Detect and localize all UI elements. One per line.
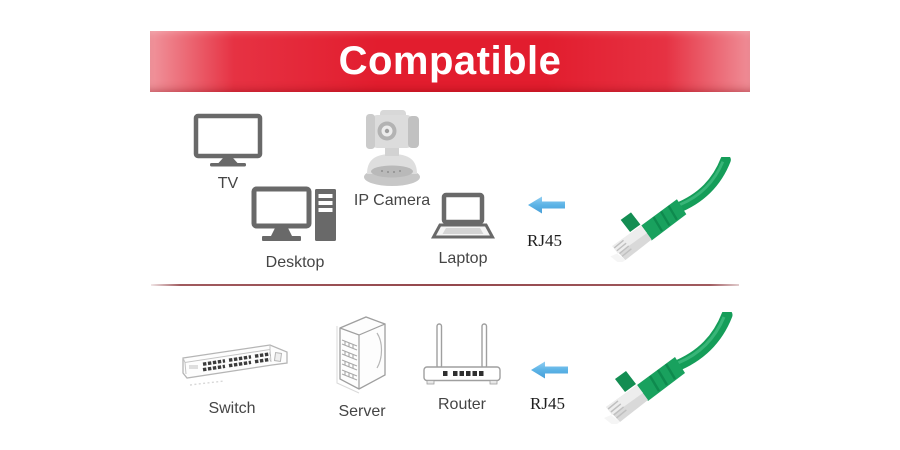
device-tv: TV	[186, 113, 270, 193]
device-laptop: Laptop	[430, 192, 496, 268]
switch-icon	[182, 344, 288, 386]
router-icon	[423, 323, 501, 385]
banner: Compatible	[150, 31, 750, 92]
ethernet-cable-icon	[610, 157, 731, 262]
device-label: Router	[437, 396, 487, 413]
ip-camera-icon	[364, 110, 420, 186]
section-divider	[151, 284, 739, 286]
device-label: TV	[217, 175, 239, 192]
device-label: Desktop	[265, 254, 325, 271]
device-ip-camera: IP Camera	[352, 108, 432, 210]
device-label: Switch	[208, 400, 256, 417]
arrow-left-icon	[531, 361, 568, 379]
device-label: Server	[338, 403, 386, 420]
device-label: IP Camera	[353, 192, 431, 209]
desktop-icon	[251, 186, 336, 241]
tv-icon	[193, 113, 263, 167]
server-icon	[336, 316, 386, 394]
rj45-label: RJ45	[527, 231, 562, 250]
device-switch: Switch	[168, 338, 296, 418]
device-label: Laptop	[438, 250, 488, 267]
banner-title: Compatible	[338, 39, 562, 83]
rj45-label: RJ45	[530, 394, 565, 413]
arrow-left-icon	[528, 196, 565, 214]
device-server: Server	[332, 313, 392, 421]
ethernet-cable-icon	[604, 312, 733, 424]
device-desktop: Desktop	[248, 186, 342, 272]
device-router: Router	[420, 322, 504, 414]
laptop-icon	[431, 192, 495, 239]
